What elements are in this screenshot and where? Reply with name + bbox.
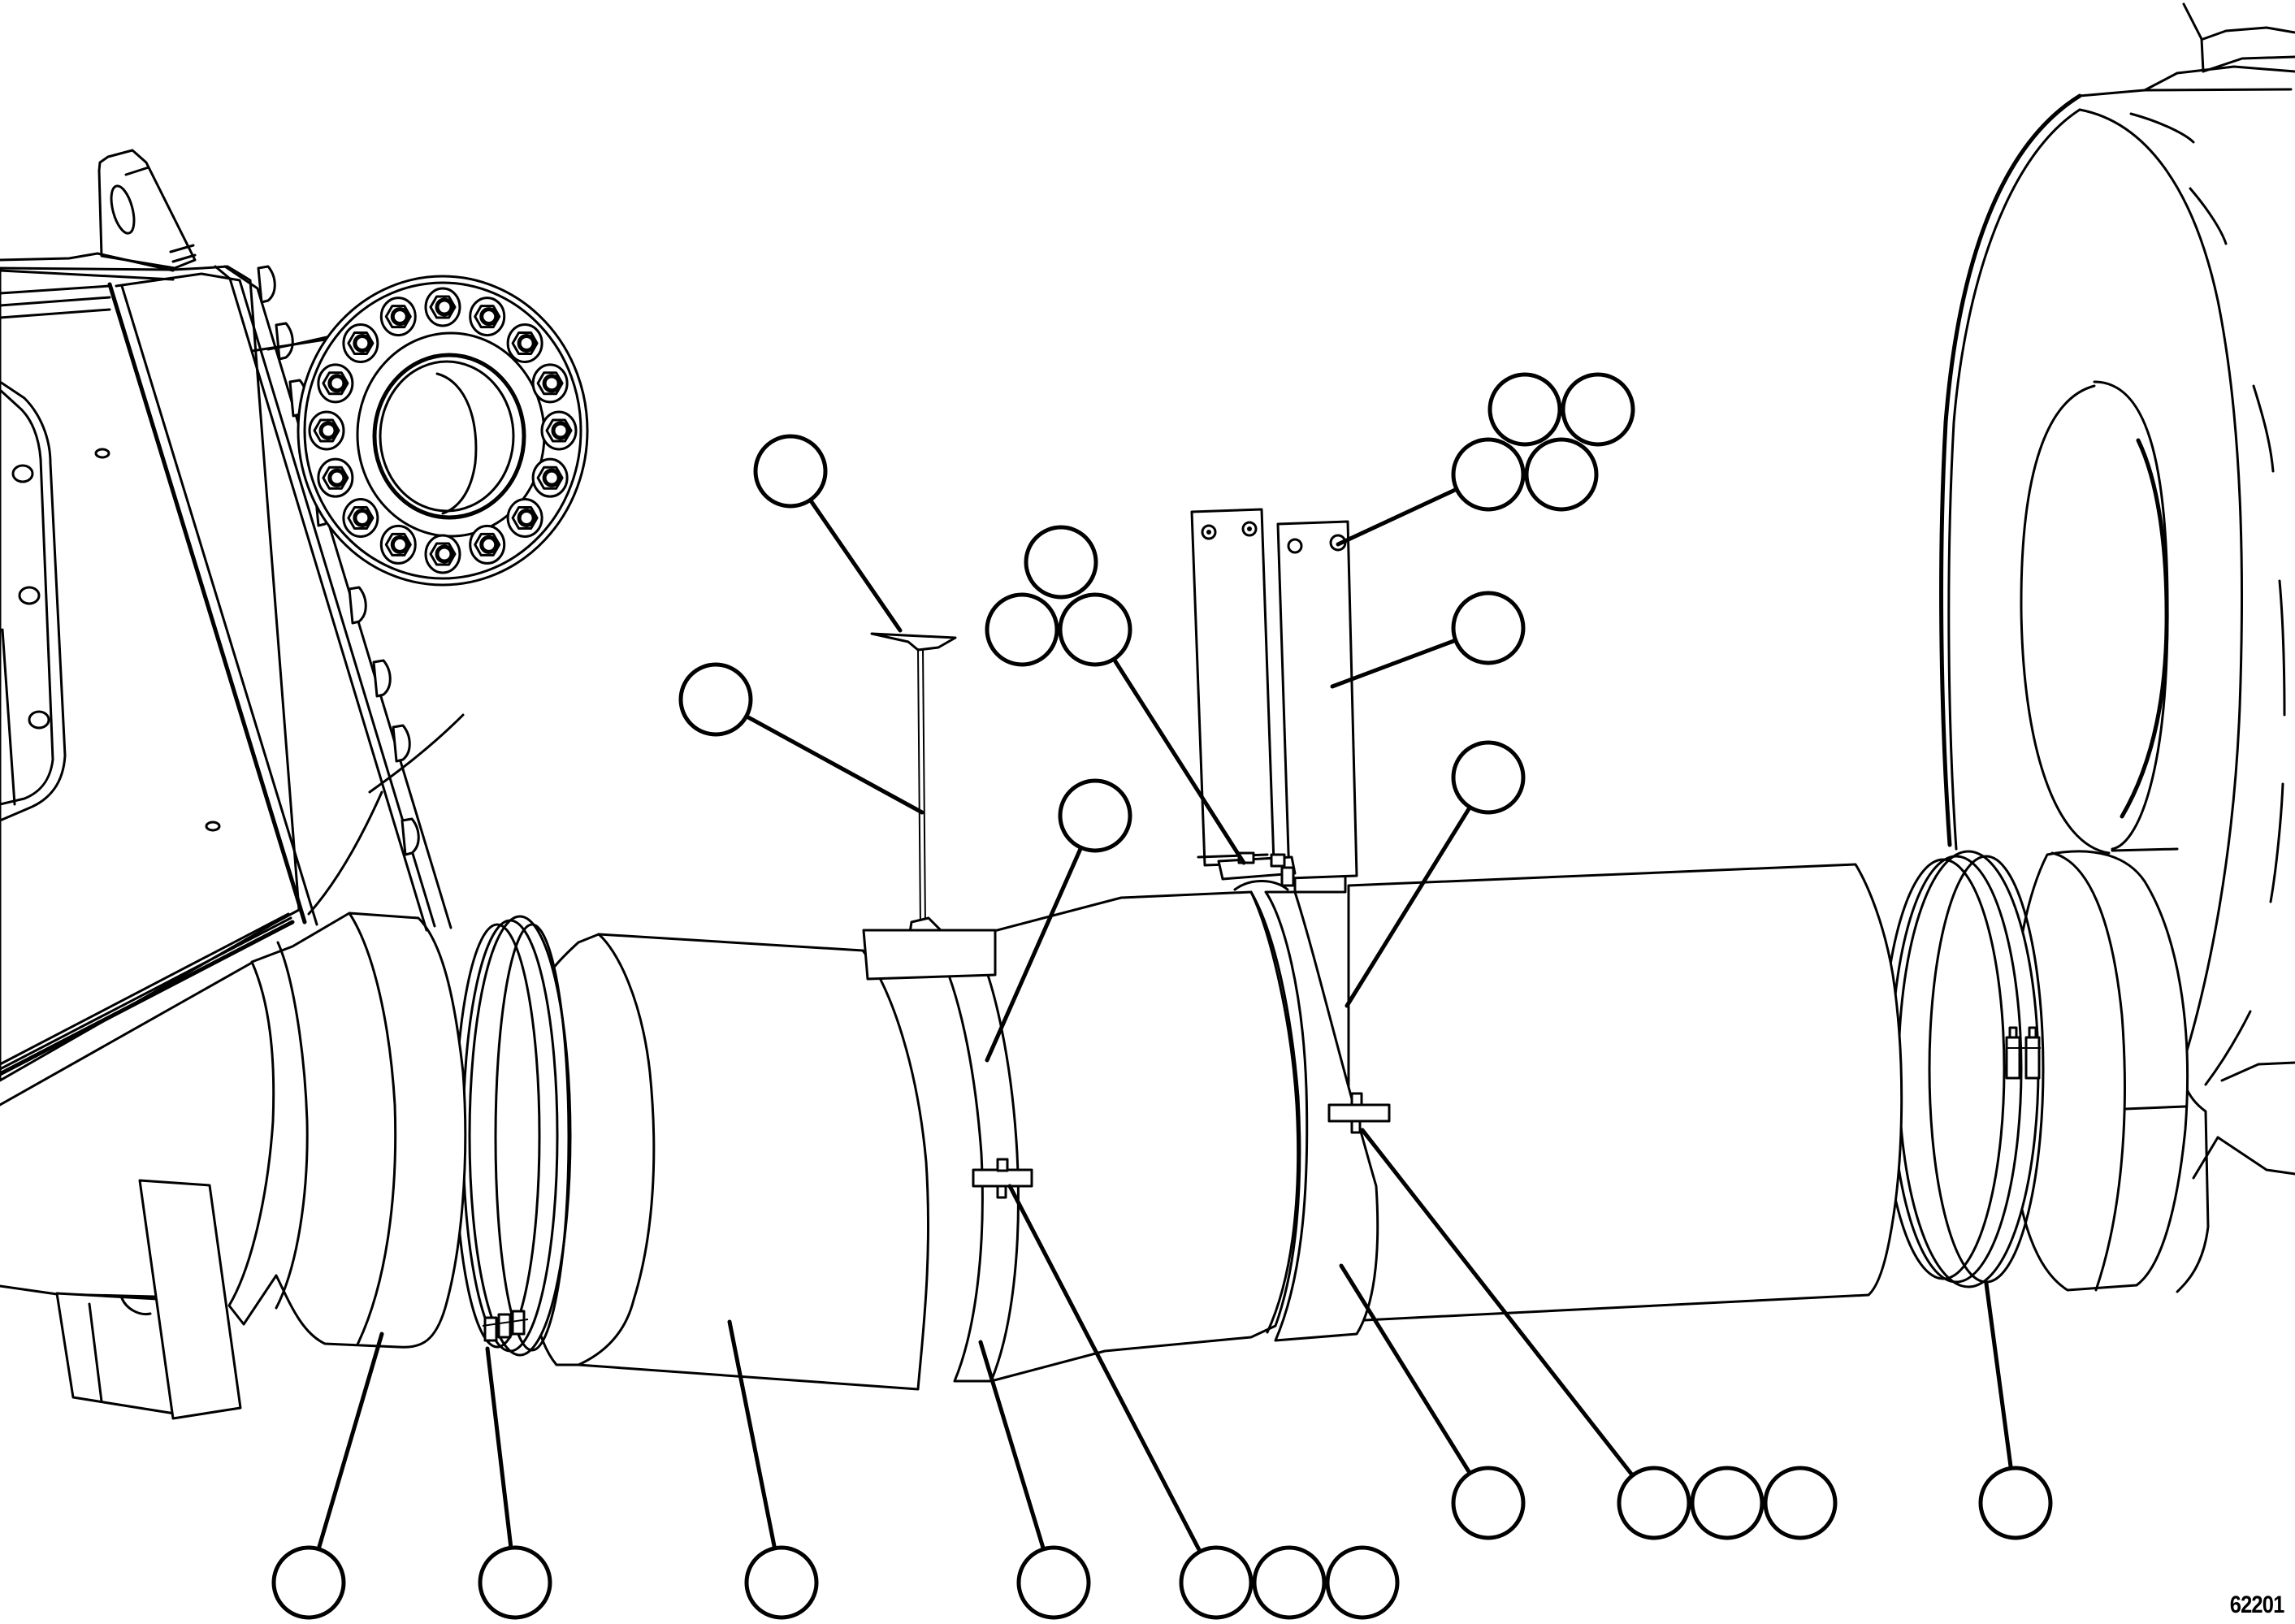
leader-line bbox=[316, 1332, 384, 1552]
callout-balloon bbox=[1561, 372, 1635, 447]
callout-balloon bbox=[1325, 1545, 1400, 1620]
flange-bolt-icon bbox=[308, 287, 578, 574]
strap-bolt-icon bbox=[1327, 1092, 1391, 1134]
leader-line bbox=[744, 714, 924, 815]
leader-lines bbox=[316, 487, 2013, 1554]
figure-number: 62201 bbox=[2229, 1592, 2284, 1618]
callout-balloon bbox=[1451, 437, 1526, 512]
panel-fastener-icon bbox=[11, 448, 221, 832]
leader-line bbox=[808, 497, 903, 633]
callout-balloon bbox=[744, 1545, 819, 1620]
hose-clamp-right bbox=[1881, 850, 2045, 1288]
callout-balloon bbox=[1252, 1545, 1327, 1620]
rubber-adapter-right bbox=[2008, 847, 2189, 1292]
strap-bolt-icon bbox=[972, 1158, 1033, 1199]
leader-line bbox=[1330, 638, 1458, 689]
callout-balloon bbox=[1524, 437, 1599, 512]
callout-balloon bbox=[1058, 592, 1132, 667]
lower-bracket bbox=[0, 1179, 242, 1420]
callout-balloon bbox=[1179, 1545, 1254, 1620]
callout-balloon bbox=[678, 662, 753, 737]
callout-balloon bbox=[1451, 591, 1526, 665]
leader-line bbox=[1339, 1263, 1472, 1475]
rubber-elbow-boot bbox=[227, 912, 467, 1349]
intake-pipe-section-3 bbox=[1347, 863, 1903, 1323]
callout-balloon bbox=[1690, 1466, 1765, 1540]
callout-balloon bbox=[1024, 525, 1098, 600]
leader-line bbox=[1007, 1184, 1202, 1554]
leader-line bbox=[1111, 656, 1246, 865]
air-cleaner-housing bbox=[1939, 2, 2295, 1293]
callout-balloon bbox=[1451, 740, 1526, 815]
leader-line bbox=[978, 1340, 1046, 1552]
clamp-screw-icon bbox=[2005, 1026, 2041, 1080]
leader-line bbox=[985, 845, 1084, 1063]
leader-line bbox=[1345, 805, 1472, 1008]
callout-balloon bbox=[1016, 1545, 1091, 1620]
engine-frame bbox=[0, 149, 465, 1106]
callout-balloon bbox=[985, 592, 1059, 667]
callout-balloon bbox=[1058, 778, 1132, 853]
bolted-flange bbox=[297, 275, 589, 587]
leader-line bbox=[1984, 1281, 2013, 1470]
bracket-base-hardware bbox=[1217, 851, 1297, 891]
leader-line bbox=[1336, 487, 1459, 547]
callout-balloon bbox=[1487, 372, 1562, 447]
callout-balloon bbox=[1451, 1466, 1526, 1540]
mounting-bracket-plate-b bbox=[1276, 520, 1358, 880]
service-indicator-rod bbox=[862, 632, 997, 981]
leader-line bbox=[727, 1319, 777, 1551]
callout-balloon bbox=[753, 434, 828, 509]
callout-balloon bbox=[1978, 1466, 2053, 1540]
mounting-bracket-plate-a bbox=[1190, 508, 1275, 867]
leader-line bbox=[1360, 1128, 1635, 1478]
callout-balloon bbox=[1763, 1466, 1838, 1540]
callout-balloon bbox=[1617, 1466, 1691, 1540]
hose-clamp-left bbox=[453, 915, 572, 1357]
intake-pipe-section-2 bbox=[986, 890, 1301, 1383]
intake-pipe-section-1 bbox=[521, 933, 930, 1391]
callout-balloon bbox=[271, 1545, 346, 1620]
clamp-screw-icon bbox=[482, 1310, 529, 1342]
callouts bbox=[271, 372, 2053, 1620]
callout-balloon bbox=[478, 1545, 552, 1620]
leader-line bbox=[485, 1346, 513, 1550]
